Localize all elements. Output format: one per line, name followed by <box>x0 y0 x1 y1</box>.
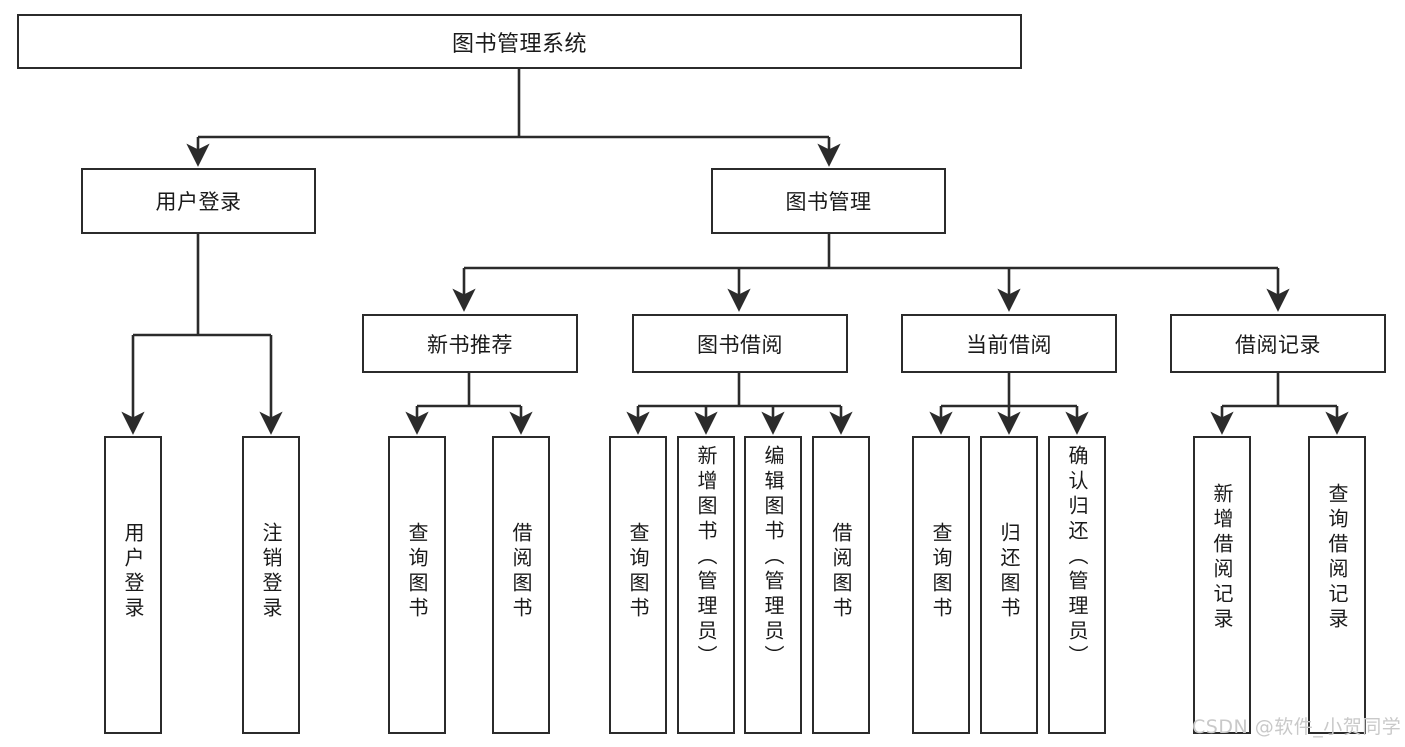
node-label: 归还图书 <box>997 522 1021 622</box>
node-label: 图书管理系统 <box>451 31 587 57</box>
node-leaf-edit-book[interactable]: 编辑图书（管理员） <box>744 436 802 734</box>
node-current-borrowing[interactable]: 当前借阅 <box>901 314 1117 373</box>
node-label: 查询借阅记录 <box>1325 483 1349 633</box>
node-leaf-query-book-current[interactable]: 查询图书 <box>912 436 970 734</box>
node-leaf-return-book[interactable]: 归还图书 <box>980 436 1038 734</box>
node-leaf-borrow-book-borrow[interactable]: 借阅图书 <box>812 436 870 734</box>
node-label: 用户登录 <box>155 190 242 214</box>
node-label: 新书推荐 <box>427 332 513 357</box>
node-label: 新增借阅记录 <box>1210 483 1234 633</box>
node-root-book-management-system[interactable]: 图书管理系统 <box>17 14 1022 69</box>
node-label: 借阅图书 <box>829 522 853 622</box>
node-label: 图书管理 <box>785 190 872 214</box>
node-label: 查询图书 <box>929 522 953 622</box>
node-label: 当前借阅 <box>966 332 1052 357</box>
node-label: 编辑图书（管理员） <box>761 445 785 670</box>
node-borrowing-records[interactable]: 借阅记录 <box>1170 314 1386 373</box>
node-label: 借阅记录 <box>1235 332 1321 357</box>
node-label: 用户登录 <box>121 522 145 622</box>
node-label: 确认归还（管理员） <box>1065 445 1089 670</box>
node-label: 新增图书（管理员） <box>694 445 718 670</box>
node-leaf-query-book-new[interactable]: 查询图书 <box>388 436 446 734</box>
node-leaf-add-borrowing-record[interactable]: 新增借阅记录 <box>1193 436 1251 734</box>
node-user-login[interactable]: 用户登录 <box>81 168 316 234</box>
node-new-book-recommendation[interactable]: 新书推荐 <box>362 314 578 373</box>
node-label: 注销登录 <box>259 522 283 622</box>
node-leaf-user-login[interactable]: 用户登录 <box>104 436 162 734</box>
node-label: 图书借阅 <box>697 332 783 357</box>
node-label: 借阅图书 <box>509 522 533 622</box>
node-leaf-confirm-return[interactable]: 确认归还（管理员） <box>1048 436 1106 734</box>
node-book-management[interactable]: 图书管理 <box>711 168 946 234</box>
node-leaf-borrow-book-new[interactable]: 借阅图书 <box>492 436 550 734</box>
csdn-watermark: CSDN @软件_小贺同学 <box>1192 716 1402 738</box>
node-leaf-logout[interactable]: 注销登录 <box>242 436 300 734</box>
node-label: 查询图书 <box>405 522 429 622</box>
node-leaf-query-borrowing-record[interactable]: 查询借阅记录 <box>1308 436 1366 734</box>
node-leaf-query-book-borrow[interactable]: 查询图书 <box>609 436 667 734</box>
node-label: 查询图书 <box>626 522 650 622</box>
node-book-borrowing[interactable]: 图书借阅 <box>632 314 848 373</box>
node-leaf-add-book[interactable]: 新增图书（管理员） <box>677 436 735 734</box>
